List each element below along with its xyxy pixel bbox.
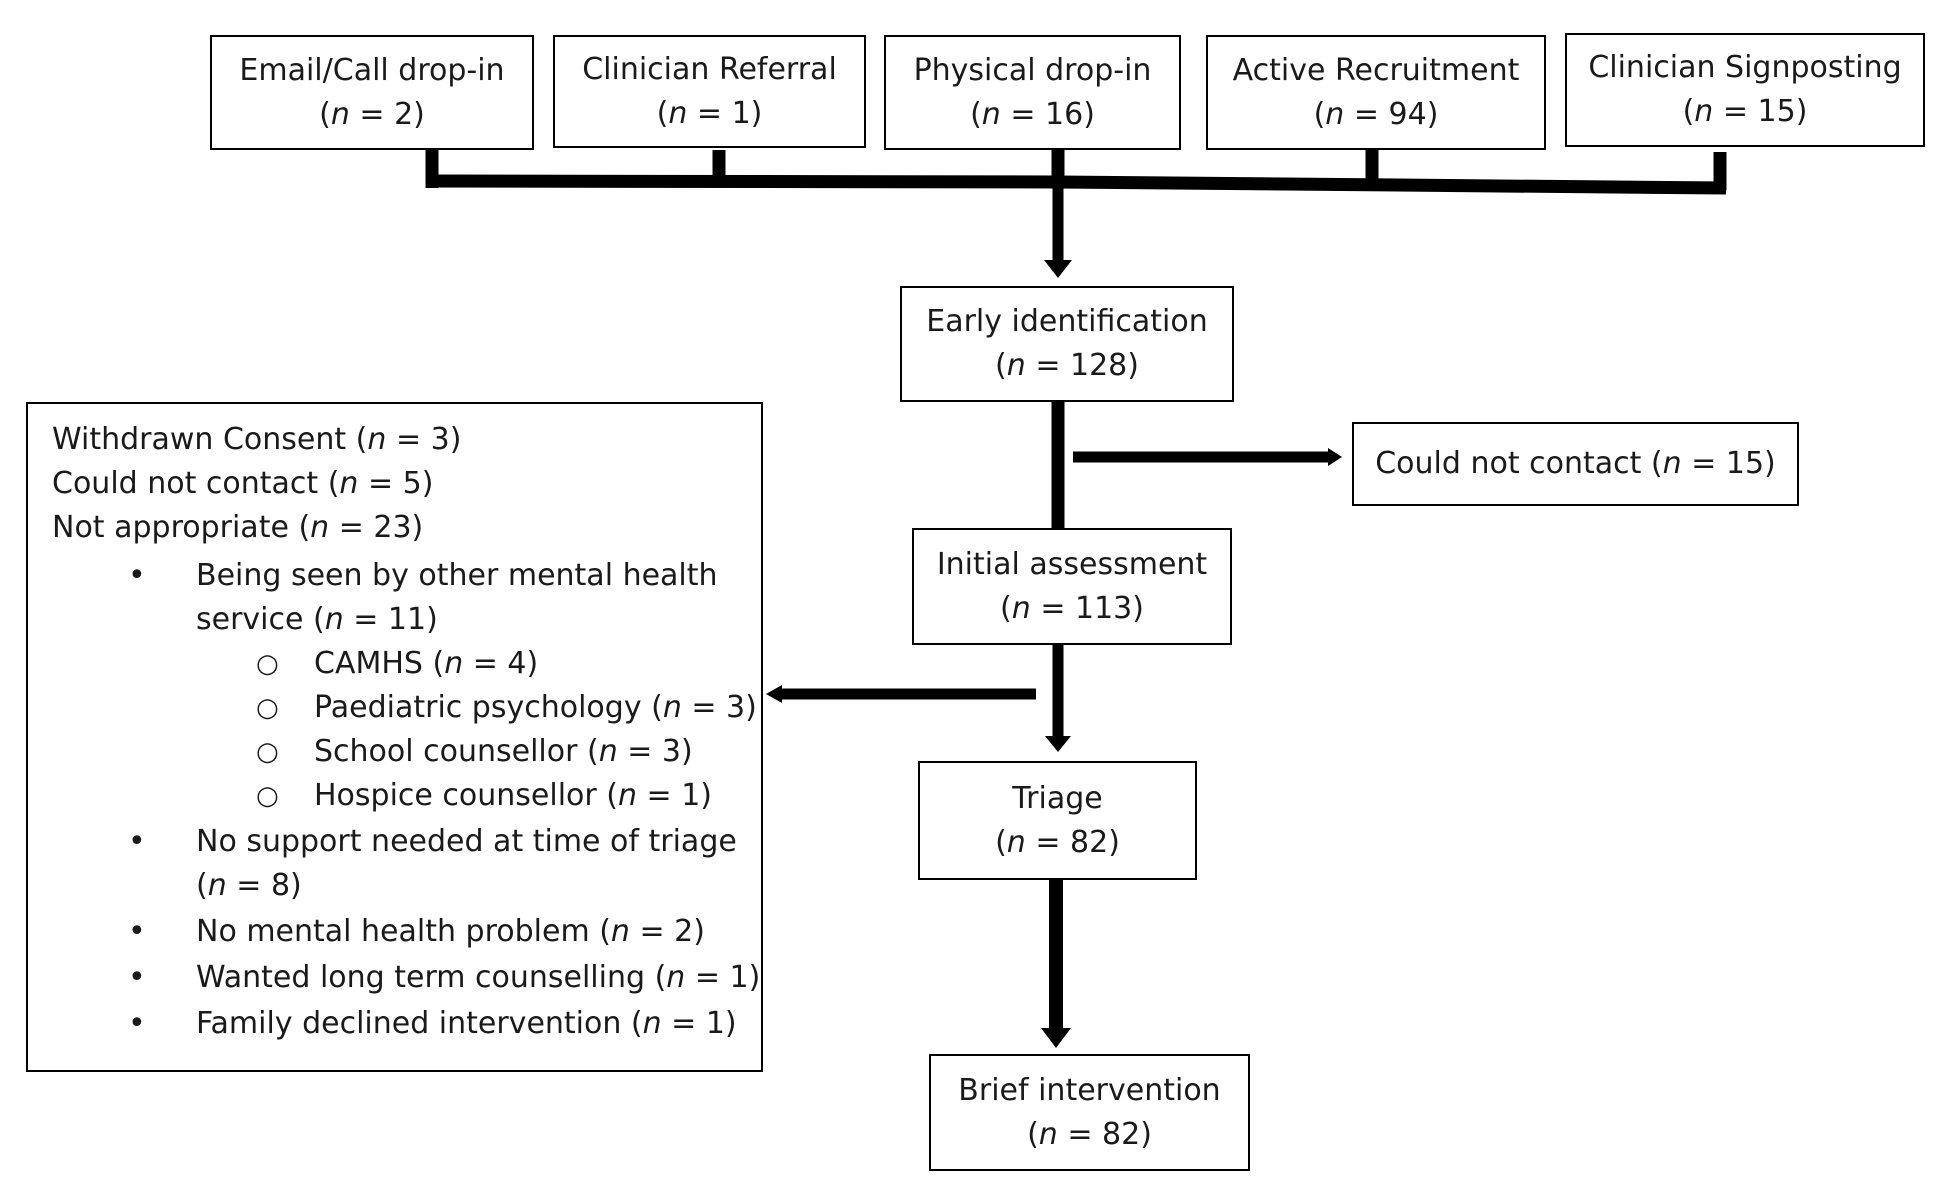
source-label: Active Recruitment <box>1232 52 1520 88</box>
arrowhead-triage <box>1045 736 1071 752</box>
source-count: (n = 15) <box>1682 94 1808 129</box>
source-box-clinician-referral: Clinician Referral (n = 1) <box>553 35 866 148</box>
stage-count: (n = 82) <box>1027 1116 1152 1152</box>
source-count: (n = 16) <box>970 96 1095 132</box>
bullet-text: No mental health problem (n = 2) <box>196 914 705 949</box>
arrowhead-could-not-contact <box>1328 448 1342 466</box>
bullet-icon: • <box>128 914 146 949</box>
stage-label: Triage <box>1012 780 1103 816</box>
stage-label: Initial assessment <box>936 546 1208 582</box>
source-box-physical-drop-in: Physical drop-in (n = 16) <box>884 35 1181 150</box>
source-label: Email/Call drop-in <box>239 52 505 88</box>
source-box-active-recruitment: Active Recruitment (n = 94) <box>1206 35 1546 150</box>
stage-early-identification: Early identification (n = 128) <box>900 286 1234 402</box>
source-label: Physical drop-in <box>913 52 1152 88</box>
circle-bullet-icon: ○ <box>256 737 279 767</box>
bullet-icon: • <box>128 1006 146 1041</box>
stage-initial-assessment: Initial assessment (n = 113) <box>912 528 1232 645</box>
could-not-contact-box: Could not contact (n = 15) <box>1352 422 1799 506</box>
source-box-clinician-signposting: Clinician Signposting (n = 15) <box>1565 33 1925 147</box>
exclusion-not-appropriate: Not appropriate (n = 23) <box>52 510 424 545</box>
sub-item-school-counsellor: ○School counsellor (n = 3) <box>52 730 761 774</box>
bullet-no-support-needed: • No support needed at time of triage (n… <box>52 820 761 908</box>
exclusions-box: Withdrawn Consent (n = 3) Could not cont… <box>26 402 763 1072</box>
bullet-no-mental-health-problem: • No mental health problem (n = 2) <box>52 910 761 954</box>
circle-bullet-icon: ○ <box>256 781 279 811</box>
bullet-text: Being seen by other mental health <box>196 558 718 593</box>
bullet-family-declined: • Family declined intervention (n = 1) <box>52 1002 761 1046</box>
source-count: (n = 2) <box>319 96 425 132</box>
bullet-text: No support needed at time of triage <box>196 824 737 859</box>
stage-triage: Triage (n = 82) <box>918 761 1197 880</box>
source-bus <box>425 174 1727 195</box>
arrowhead-early-identification <box>1044 260 1072 278</box>
bullet-other-service: • Being seen by other mental health serv… <box>52 554 761 642</box>
source-count: (n = 1) <box>656 95 763 131</box>
bullet-long-term-counselling: • Wanted long term counselling (n = 1) <box>52 956 761 1000</box>
arrowhead-brief-intervention <box>1041 1028 1071 1048</box>
stage-label: Brief intervention <box>958 1072 1221 1108</box>
source-label: Clinician Signposting <box>1588 50 1902 85</box>
exclusion-withdrawn-consent: Withdrawn Consent (n = 3) <box>52 422 462 457</box>
stage-count: (n = 128) <box>995 348 1139 383</box>
bullet-text-cont: (n = 8) <box>196 868 302 903</box>
exclusion-could-not-contact: Could not contact (n = 5) <box>52 466 434 501</box>
bullet-text: Wanted long term counselling (n = 1) <box>196 960 761 995</box>
sub-item-paediatric-psychology: ○Paediatric psychology (n = 3) <box>52 686 761 730</box>
source-label: Clinician Referral <box>582 51 837 87</box>
bullet-icon: • <box>128 960 146 995</box>
bullet-text: Family declined intervention (n = 1) <box>196 1006 737 1041</box>
bullet-icon: • <box>128 558 146 593</box>
circle-bullet-icon: ○ <box>256 649 279 679</box>
source-count: (n = 94) <box>1313 96 1439 132</box>
stage-count: (n = 113) <box>1000 590 1144 626</box>
source-box-email-call: Email/Call drop-in (n = 2) <box>210 35 534 150</box>
sub-item-hospice-counsellor: ○Hospice counsellor (n = 1) <box>52 774 761 818</box>
sub-item-camhs: ○CAMHS (n = 4) <box>52 642 761 686</box>
circle-bullet-icon: ○ <box>256 693 279 723</box>
stage-brief-intervention: Brief intervention (n = 82) <box>929 1054 1250 1171</box>
bullet-icon: • <box>128 824 146 859</box>
stage-count: (n = 82) <box>995 824 1120 860</box>
arrowhead-exclusions <box>766 685 782 703</box>
bullet-text-cont: service (n = 11) <box>196 602 438 637</box>
stage-label: Early identification <box>926 304 1208 339</box>
could-not-contact-text: Could not contact (n = 15) <box>1375 446 1776 481</box>
